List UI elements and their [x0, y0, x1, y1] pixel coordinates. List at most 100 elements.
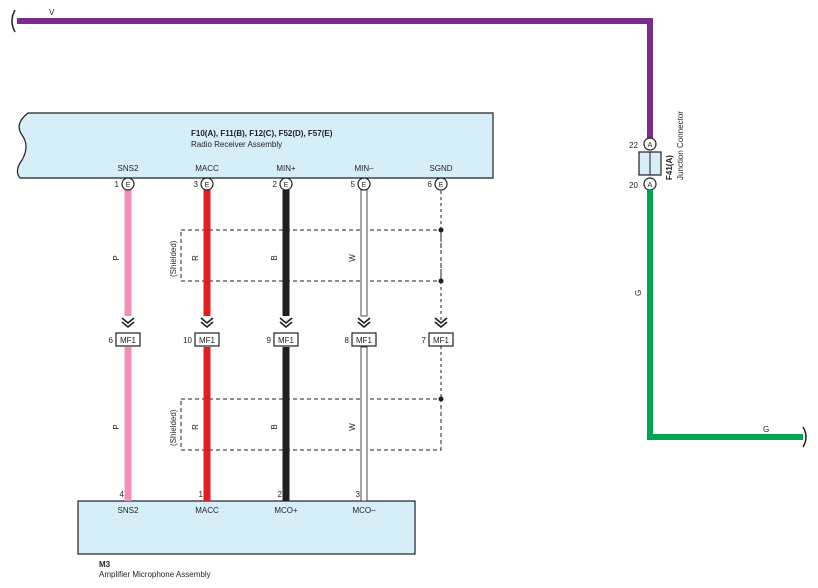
signal-wires: P P R R B B W W [112, 189, 368, 502]
shield-box-upper [180, 229, 442, 282]
sgnd-drain-wire [438, 191, 444, 402]
radio-pin-number: 1 [115, 180, 120, 189]
mf1-connector-code: MF1 [120, 336, 137, 345]
wire-color-label: R [191, 424, 200, 430]
radio-pin-letter: E [362, 182, 367, 189]
mf1-pin-number: 8 [345, 336, 350, 345]
power-wire-label: V [49, 8, 55, 17]
mf1-pin-number: 10 [183, 336, 192, 345]
radio-pin-number: 6 [428, 180, 433, 189]
sgnd-splice-lower [438, 396, 444, 402]
ground-wire: G G [634, 190, 807, 448]
wire-color-label: W [348, 423, 357, 431]
mf1-connector-code: MF1 [199, 336, 216, 345]
radio-name: Radio Receiver Assembly [191, 140, 282, 149]
ground-wire-label-vertical: G [634, 290, 643, 296]
junction-name: Junction Connector [676, 111, 685, 180]
connector-chevron-icon [434, 321, 448, 329]
microphone-name: Amplifier Microphone Assembly [99, 570, 211, 579]
wire-color-label: P [112, 255, 121, 260]
radio-pin-circle [357, 177, 371, 191]
mf1-connector-code: MF1 [278, 336, 295, 345]
inline-connectors: MF1 6 MF1 10 MF1 9 MF1 8 MF1 7 [109, 317, 454, 347]
connector-chevron-icon [121, 321, 135, 329]
mf1-connector-box [428, 332, 454, 347]
radio-pin-letter: E [205, 182, 210, 189]
mf1-connector-box [115, 332, 141, 347]
shield-lower: (Shielded) [169, 398, 442, 451]
connector-chevron-icon [279, 321, 293, 329]
wire-color-label: R [191, 255, 200, 261]
junction-pin-top-number: 22 [629, 141, 638, 150]
shield-label-upper: (Shielded) [169, 240, 178, 277]
radio-terminal-name: SGND [429, 164, 452, 173]
ground-wire-label-horizontal: G [763, 425, 769, 434]
ground-wire-line [647, 190, 803, 440]
connector-chevron-icon [200, 321, 214, 329]
connector-chevron-icon [357, 317, 371, 325]
wire-color-label: P [112, 424, 121, 429]
microphone-code: M3 [99, 560, 111, 569]
radio-pin-number: 5 [351, 180, 356, 189]
amplifier-microphone-assembly: M3 Amplifier Microphone Assembly [77, 500, 416, 579]
microphone-terminal-name: SNS2 [118, 506, 139, 515]
mf1-pin-number: 9 [267, 336, 272, 345]
microphone-terminal-name: MACC [195, 506, 219, 515]
connector-chevron-icon [121, 317, 135, 325]
wire-color-label: B [270, 255, 279, 260]
radio-terminal-name: MIN– [354, 164, 374, 173]
wire-w [360, 189, 368, 317]
radio-pin-letter: E [439, 182, 444, 189]
radio-terminal-name: MACC [195, 164, 219, 173]
wire-break-right [802, 426, 807, 448]
junction-connector: A A 22 20 F41(A) Junction Connector [629, 111, 685, 191]
microphone-terminal-name: MCO– [352, 506, 376, 515]
radio-pin-circle [121, 177, 135, 191]
junction-pin-bottom-letter: A [648, 182, 653, 189]
radio-terminal-name: MIN+ [276, 164, 296, 173]
radio-terminal-name: SNS2 [118, 164, 139, 173]
connector-chevron-icon [357, 321, 371, 329]
microphone-pin-number: 3 [356, 490, 361, 499]
microphone-pin-number: 1 [199, 490, 204, 499]
connector-chevron-icon [434, 317, 448, 325]
connector-chevron-icon [200, 317, 214, 325]
radio-pin-number: 3 [194, 180, 199, 189]
mf1-connector-code: MF1 [356, 336, 373, 345]
junction-pin-bottom-number: 20 [629, 181, 638, 190]
radio-pin-letter: E [126, 182, 131, 189]
power-wire: V [11, 8, 653, 140]
radio-receiver-box [16, 112, 494, 179]
microphone-box [77, 500, 416, 555]
radio-receiver-assembly: F10(A), F11(B), F12(C), F52(D), F57(E) R… [16, 112, 494, 179]
junction-code: F41(A) [665, 155, 674, 180]
wire-color-label: B [270, 424, 279, 429]
radio-pin-circle [200, 177, 214, 191]
junction-pin-top-letter: A [648, 142, 653, 149]
shield-upper: (Shielded) [169, 229, 442, 282]
mf1-pin-number: 6 [109, 336, 114, 345]
microphone-terminal-name: MCO+ [274, 506, 298, 515]
mf1-connector-box [273, 332, 299, 347]
junction-pin-top [643, 137, 657, 151]
microphone-pin-number: 2 [278, 490, 283, 499]
wire-w [360, 346, 368, 502]
wire-break-left [11, 9, 16, 33]
radio-pin-circle [434, 177, 448, 191]
mf1-connector-box [351, 332, 377, 347]
microphone-pin-number: 4 [120, 490, 125, 499]
wire-color-label: W [348, 254, 357, 262]
sgnd-splice-top [438, 227, 444, 233]
mf1-connector-box [194, 332, 220, 347]
mf1-connector-code: MF1 [433, 336, 450, 345]
radio-pin-circle [279, 177, 293, 191]
radio-pin-letter: E [284, 182, 289, 189]
mf1-pin-number: 7 [422, 336, 427, 345]
radio-pin-number: 2 [273, 180, 278, 189]
sgnd-splice-bottom [438, 278, 444, 284]
shield-box-lower [180, 398, 442, 451]
shield-label-lower: (Shielded) [169, 409, 178, 446]
